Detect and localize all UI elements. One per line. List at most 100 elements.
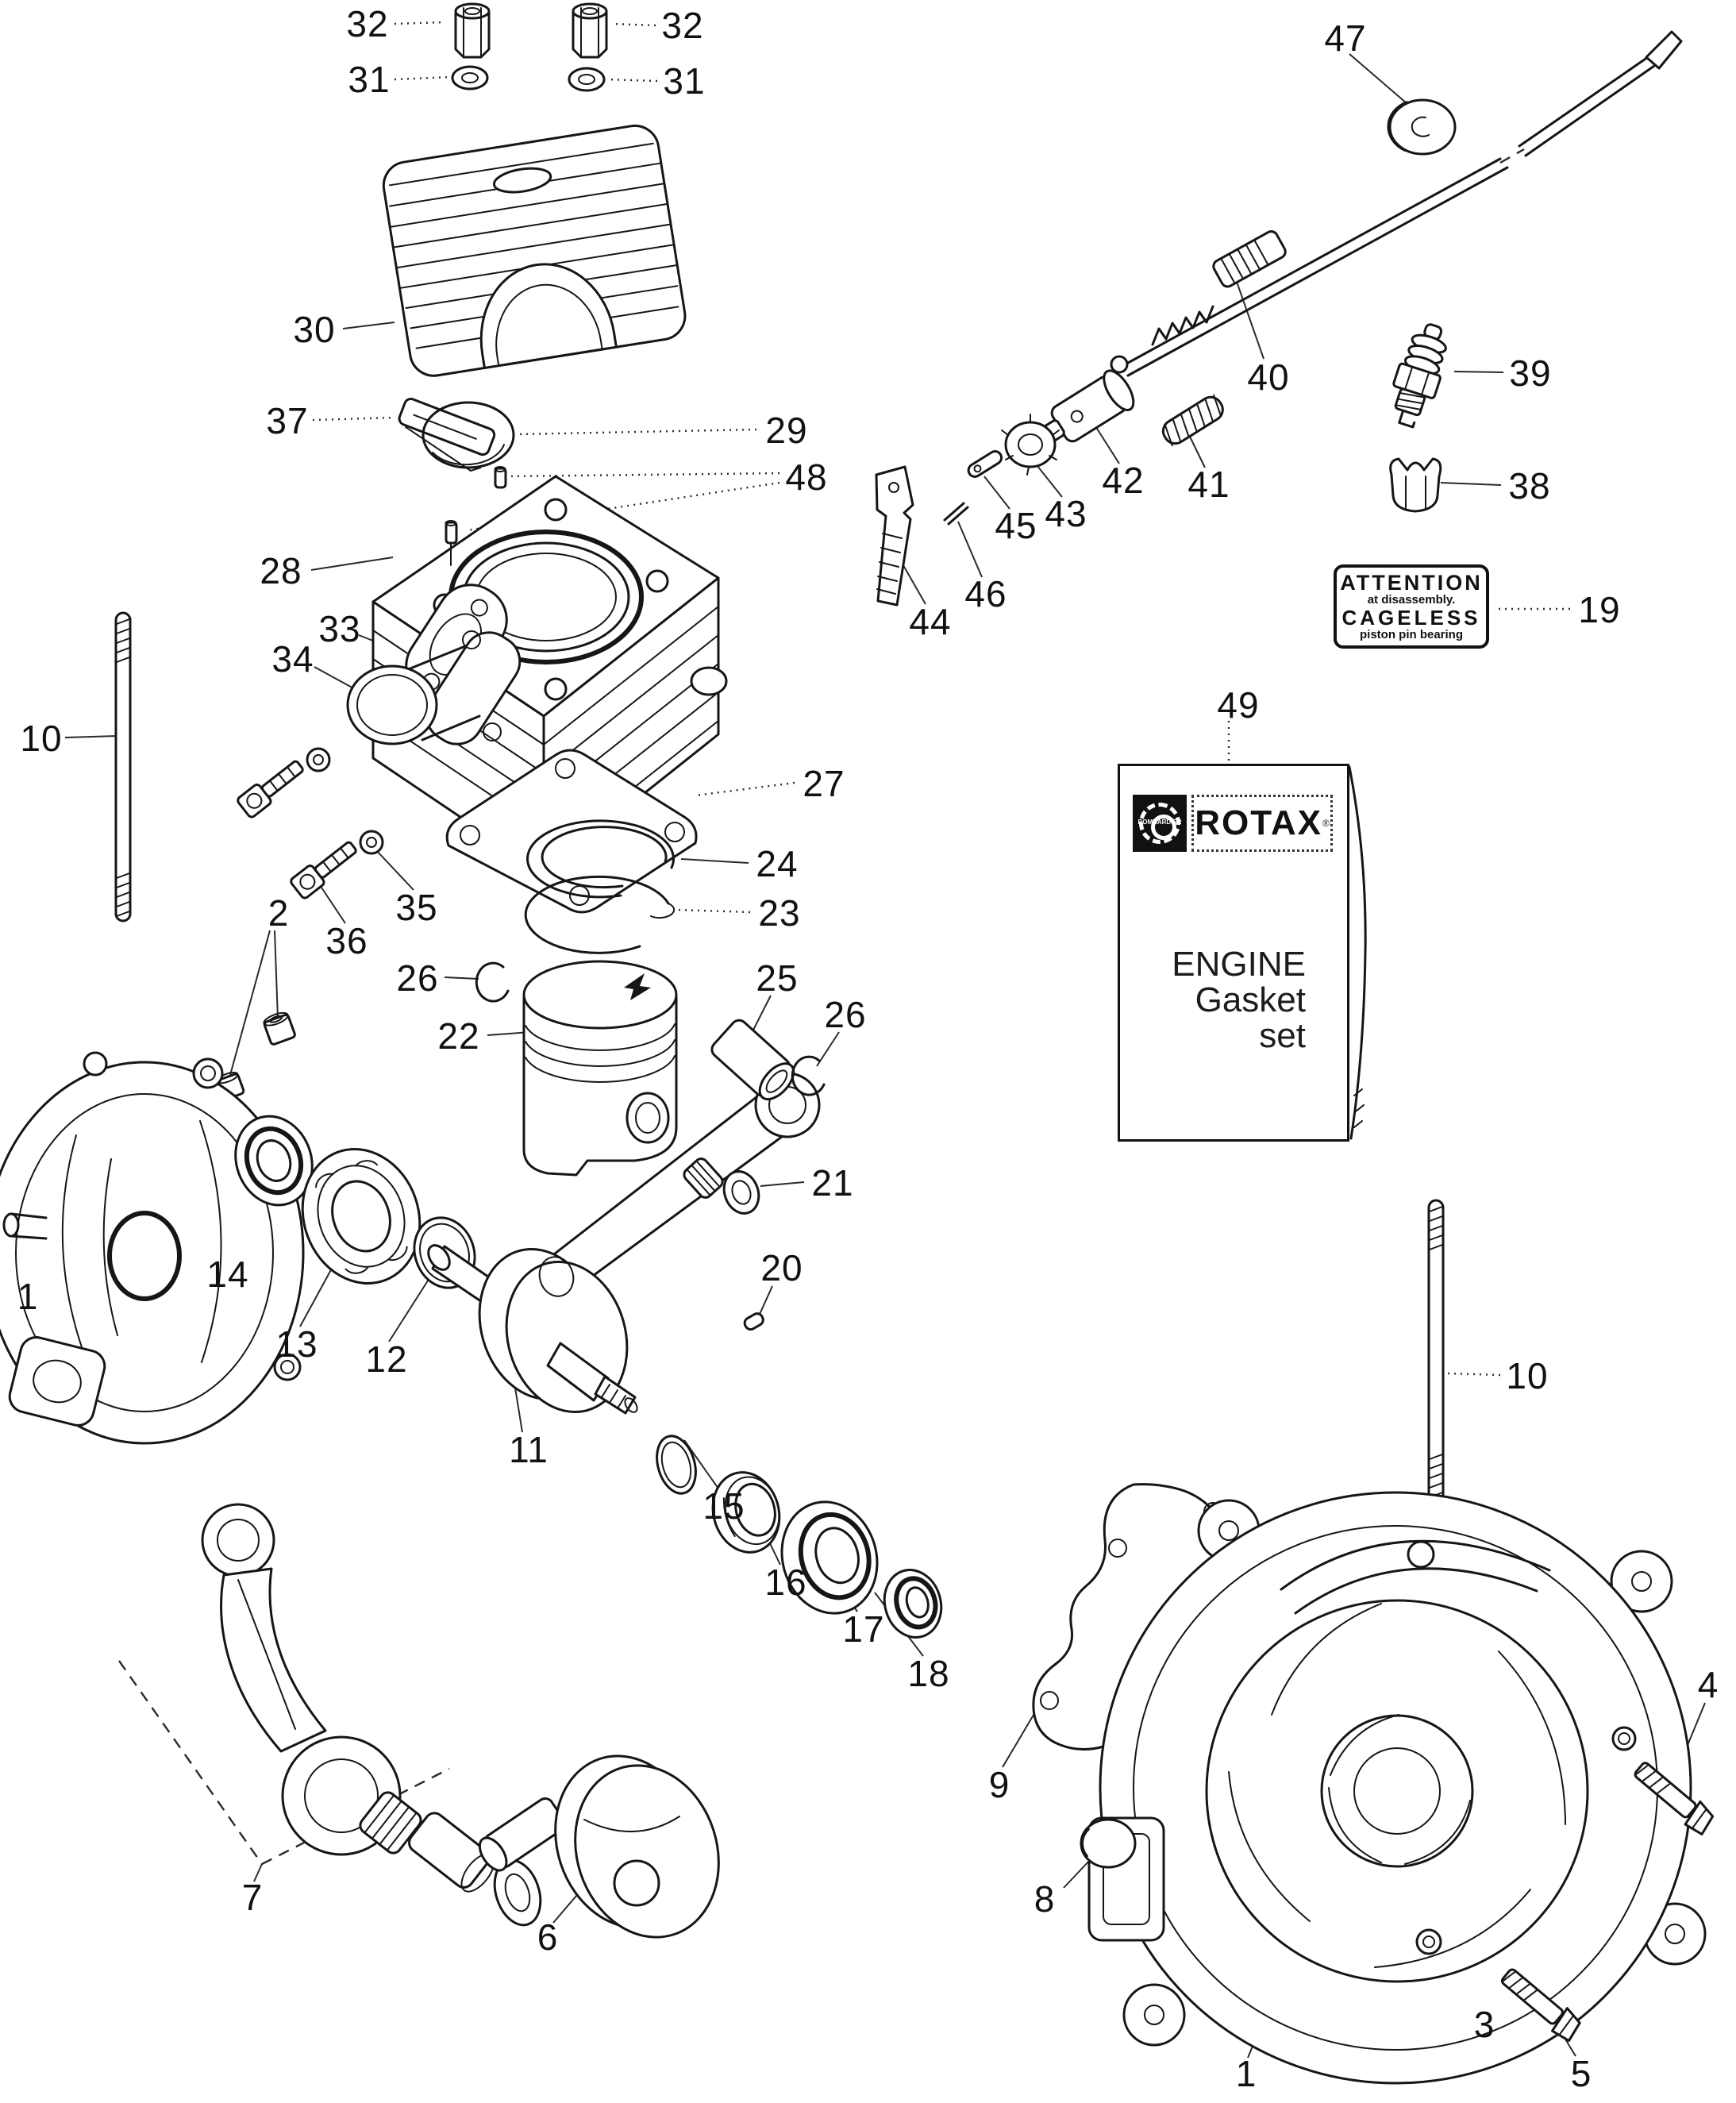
callout-36: 36 [325, 920, 368, 961]
callout-35: 35 [395, 887, 438, 928]
kit-line2: Gasket [1195, 980, 1306, 1019]
callout-13: 13 [275, 1323, 318, 1365]
callout-28: 28 [260, 550, 302, 591]
woodruff-key [743, 1312, 764, 1331]
callout-1-right: 1 [1235, 2053, 1257, 2094]
bombardier-logo-text: BOMBARDIER [1137, 818, 1182, 826]
callout-48: 48 [785, 456, 828, 498]
stud-right [1427, 1199, 1445, 1504]
callout-18: 18 [907, 1653, 950, 1694]
washer-31-left [451, 65, 489, 91]
hex-spacer-left [454, 2, 491, 59]
attention-line2: at disassembly. [1367, 593, 1456, 607]
callout-43: 43 [1045, 493, 1087, 534]
callout-49: 49 [1217, 684, 1260, 726]
callout-10-right: 10 [1506, 1355, 1549, 1396]
bolt-5 [1500, 1968, 1581, 2043]
callout-2: 2 [268, 892, 290, 934]
spring-seal-16 [711, 1471, 781, 1554]
bombardier-logo: BOMBARDIER [1133, 795, 1187, 852]
cable-grommet [1387, 98, 1457, 156]
socket-screw-b [290, 841, 357, 899]
callout-10-left: 10 [20, 718, 63, 759]
bag-fold [1348, 765, 1367, 1140]
callout-26-right: 26 [824, 994, 867, 1035]
piston [522, 960, 678, 1177]
callout-20: 20 [760, 1247, 803, 1288]
callout-23: 23 [758, 892, 801, 934]
callout-32-left: 32 [346, 3, 389, 44]
ball-bearing-17 [780, 1500, 879, 1615]
callout-1-left: 1 [17, 1276, 39, 1317]
lock-washer-a [306, 747, 331, 772]
callout-24: 24 [756, 843, 799, 884]
washer-3 [1415, 1928, 1442, 1955]
spring-41 [1161, 394, 1224, 447]
callout-8: 8 [1034, 1878, 1056, 1920]
bombardier-gear-icon [1139, 803, 1180, 844]
callout-7: 7 [241, 1877, 264, 1918]
connecting-rod-kit [201, 1503, 542, 1927]
dowel-pin-48-b [445, 520, 458, 566]
socket-screw-a [237, 760, 304, 818]
callout-4: 4 [1697, 1664, 1719, 1705]
brand-row: BOMBARDIER ROTAX® [1133, 795, 1333, 852]
attention-line3: CAGELESS [1341, 605, 1481, 630]
callout-5: 5 [1570, 2053, 1592, 2094]
oil-seal-18 [883, 1569, 943, 1639]
callout-26-left: 26 [396, 957, 439, 999]
callout-31-right: 31 [663, 60, 706, 102]
attention-decal: ATTENTION at disassembly. CAGELESS pisto… [1334, 564, 1489, 649]
lock-washer-b [359, 830, 384, 855]
callout-30: 30 [293, 309, 336, 350]
callout-27: 27 [803, 763, 845, 804]
kit-title: ENGINE Gasket set [1172, 945, 1306, 1054]
rotax-wordmark-box: ROTAX® [1191, 795, 1333, 852]
kit-line1: ENGINE [1172, 945, 1306, 984]
choke-lever-44 [875, 465, 914, 607]
callout-6: 6 [537, 1916, 559, 1958]
gasket-set-bag: BOMBARDIER ROTAX® ENGINE Gasket set [1118, 764, 1349, 1142]
plug-cap [1080, 1818, 1137, 1869]
callout-38: 38 [1508, 465, 1551, 506]
callout-22: 22 [437, 1015, 480, 1057]
dowel-pin-48-a [494, 466, 507, 489]
callout-42: 42 [1102, 460, 1145, 501]
plug-protector [1389, 457, 1442, 513]
spark-plug [1392, 323, 1447, 429]
callout-44: 44 [909, 601, 952, 642]
intake-socket [346, 630, 522, 745]
head-clamp [398, 397, 496, 472]
callout-3: 3 [1473, 2004, 1495, 2045]
rotax-wordmark: ROTAX [1195, 803, 1322, 842]
piston-ring-23 [524, 875, 676, 954]
callout-47: 47 [1324, 17, 1367, 59]
ring-nut-43 [1001, 414, 1060, 476]
callout-19: 19 [1578, 589, 1621, 630]
callout-11: 11 [509, 1429, 549, 1470]
callout-17: 17 [842, 1608, 885, 1650]
cylinder-head [382, 124, 687, 377]
callout-46: 46 [964, 573, 1007, 614]
crankcase-half-pto [0, 1051, 305, 1445]
piston-ring-24 [526, 819, 675, 899]
callout-40: 40 [1247, 356, 1290, 398]
head-o-ring [421, 401, 515, 469]
washer-31-right [568, 67, 606, 92]
throttle-cable [1110, 30, 1683, 377]
callout-16: 16 [764, 1562, 807, 1603]
callout-45: 45 [995, 505, 1037, 546]
circlip-26-left [475, 961, 510, 1003]
callout-9: 9 [988, 1764, 1010, 1805]
callout-41: 41 [1187, 464, 1230, 505]
dowel-bushing-a [263, 1011, 296, 1046]
hex-spacer-right [572, 2, 608, 59]
callout-39: 39 [1509, 352, 1552, 394]
callout-29: 29 [765, 410, 808, 451]
callout-31-left: 31 [348, 59, 391, 100]
pin-bearing-and-washer-21 [683, 1157, 760, 1215]
callout-15: 15 [702, 1485, 745, 1527]
callout-14: 14 [206, 1254, 249, 1295]
attention-line4: piston pin bearing [1360, 627, 1463, 641]
